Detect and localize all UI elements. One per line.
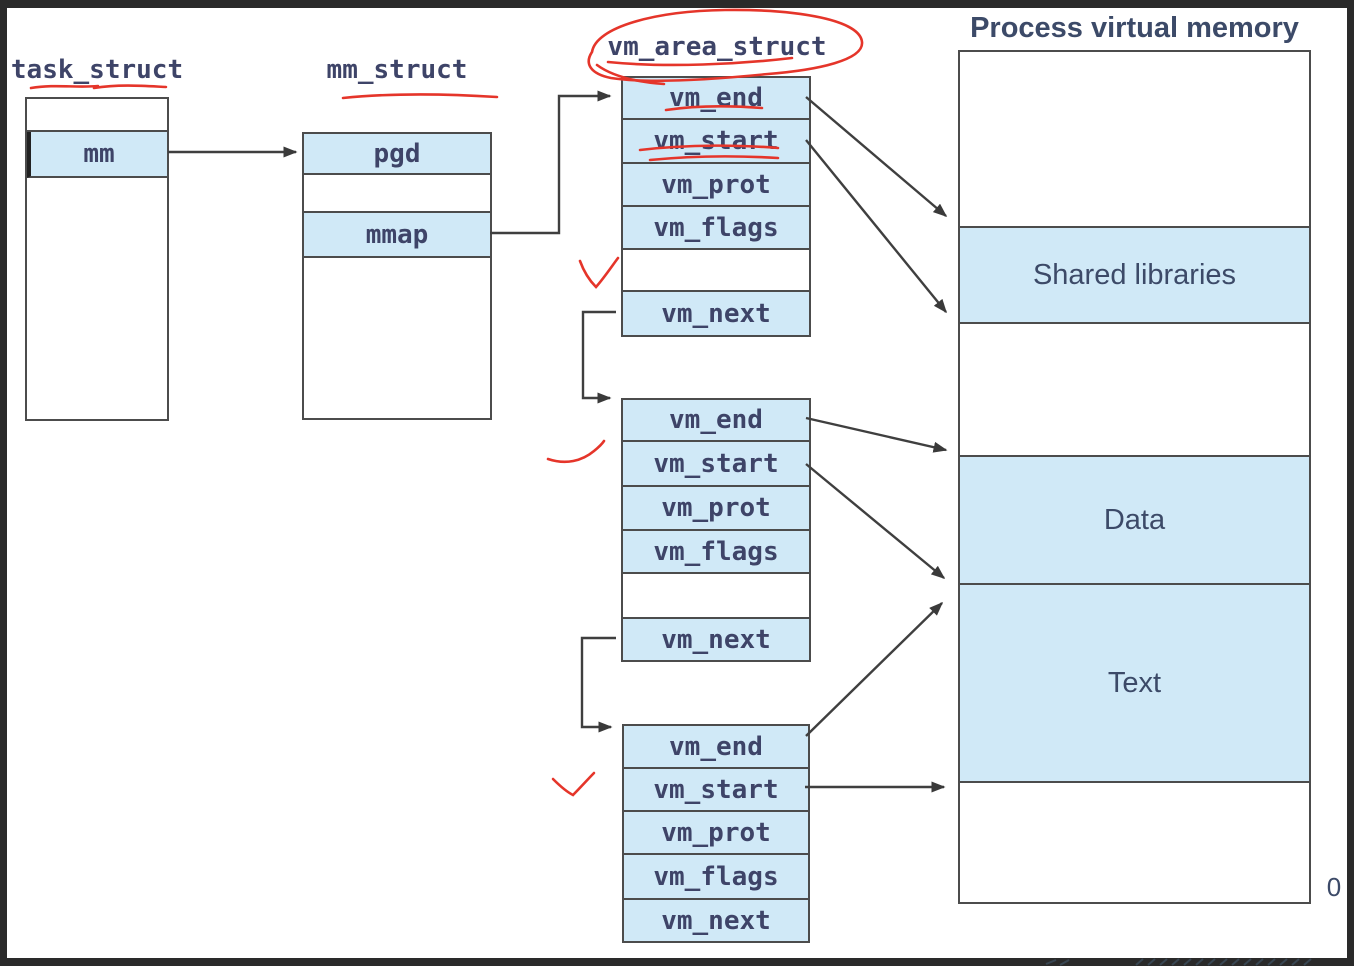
memory-origin-label: 0 bbox=[1326, 872, 1342, 902]
diagram-canvas: task_struct mm_struct vm_area_struct Pro… bbox=[7, 8, 1347, 958]
task-struct-mm-field: mm bbox=[27, 132, 167, 178]
task-struct-empty-row bbox=[27, 99, 167, 132]
node1-vm-start: vm_start bbox=[623, 120, 809, 164]
node3-vm-start: vm_start bbox=[624, 769, 808, 812]
node2-empty-row bbox=[623, 574, 809, 619]
node2-vm-flags: vm_flags bbox=[623, 531, 809, 574]
mm-struct-body bbox=[304, 258, 490, 418]
node2-vm-start: vm_start bbox=[623, 442, 809, 487]
process-virtual-memory-map: Shared libraries Data Text bbox=[958, 50, 1311, 904]
memory-segment-shared-libraries: Shared libraries bbox=[960, 226, 1309, 324]
process-virtual-memory-title: Process virtual memory bbox=[970, 12, 1299, 44]
memory-segment-bottom-empty bbox=[960, 783, 1309, 902]
mm-struct-title: mm_struct bbox=[326, 55, 468, 85]
node1-vm-flags: vm_flags bbox=[623, 207, 809, 250]
memory-segment-top-empty bbox=[960, 52, 1309, 226]
node1-vm-prot: vm_prot bbox=[623, 164, 809, 207]
vm-area-struct-node3: vm_end vm_start vm_prot vm_flags vm_next bbox=[622, 724, 810, 943]
task-struct-title: task_struct bbox=[10, 55, 184, 85]
node1-vm-next: vm_next bbox=[623, 292, 809, 335]
node2-vm-next: vm_next bbox=[623, 619, 809, 660]
node2-vm-end: vm_end bbox=[623, 400, 809, 442]
node3-vm-flags: vm_flags bbox=[624, 855, 808, 900]
mm-struct-mmap-field: mmap bbox=[304, 213, 490, 258]
task-struct-body bbox=[27, 178, 167, 419]
memory-segment-data: Data bbox=[960, 455, 1309, 585]
vm-area-struct-title: vm_area_struct bbox=[607, 32, 827, 62]
node1-empty-row bbox=[623, 250, 809, 292]
mm-struct-empty-row bbox=[304, 175, 490, 213]
mm-struct-box: pgd mmap bbox=[302, 132, 492, 420]
bottom-bar-cropped-text-marks bbox=[1045, 958, 1312, 966]
memory-segment-text: Text bbox=[960, 585, 1309, 783]
node3-vm-prot: vm_prot bbox=[624, 812, 808, 855]
vm-area-struct-node1: vm_end vm_start vm_prot vm_flags vm_next bbox=[621, 76, 811, 337]
task-struct-box: mm bbox=[25, 97, 169, 421]
vm-area-struct-node2: vm_end vm_start vm_prot vm_flags vm_next bbox=[621, 398, 811, 662]
node2-vm-prot: vm_prot bbox=[623, 487, 809, 531]
node3-vm-end: vm_end bbox=[624, 726, 808, 769]
node1-vm-end: vm_end bbox=[623, 78, 809, 120]
mm-struct-pgd-field: pgd bbox=[304, 134, 490, 175]
memory-segment-empty-gap bbox=[960, 324, 1309, 455]
node3-vm-next: vm_next bbox=[624, 900, 808, 941]
